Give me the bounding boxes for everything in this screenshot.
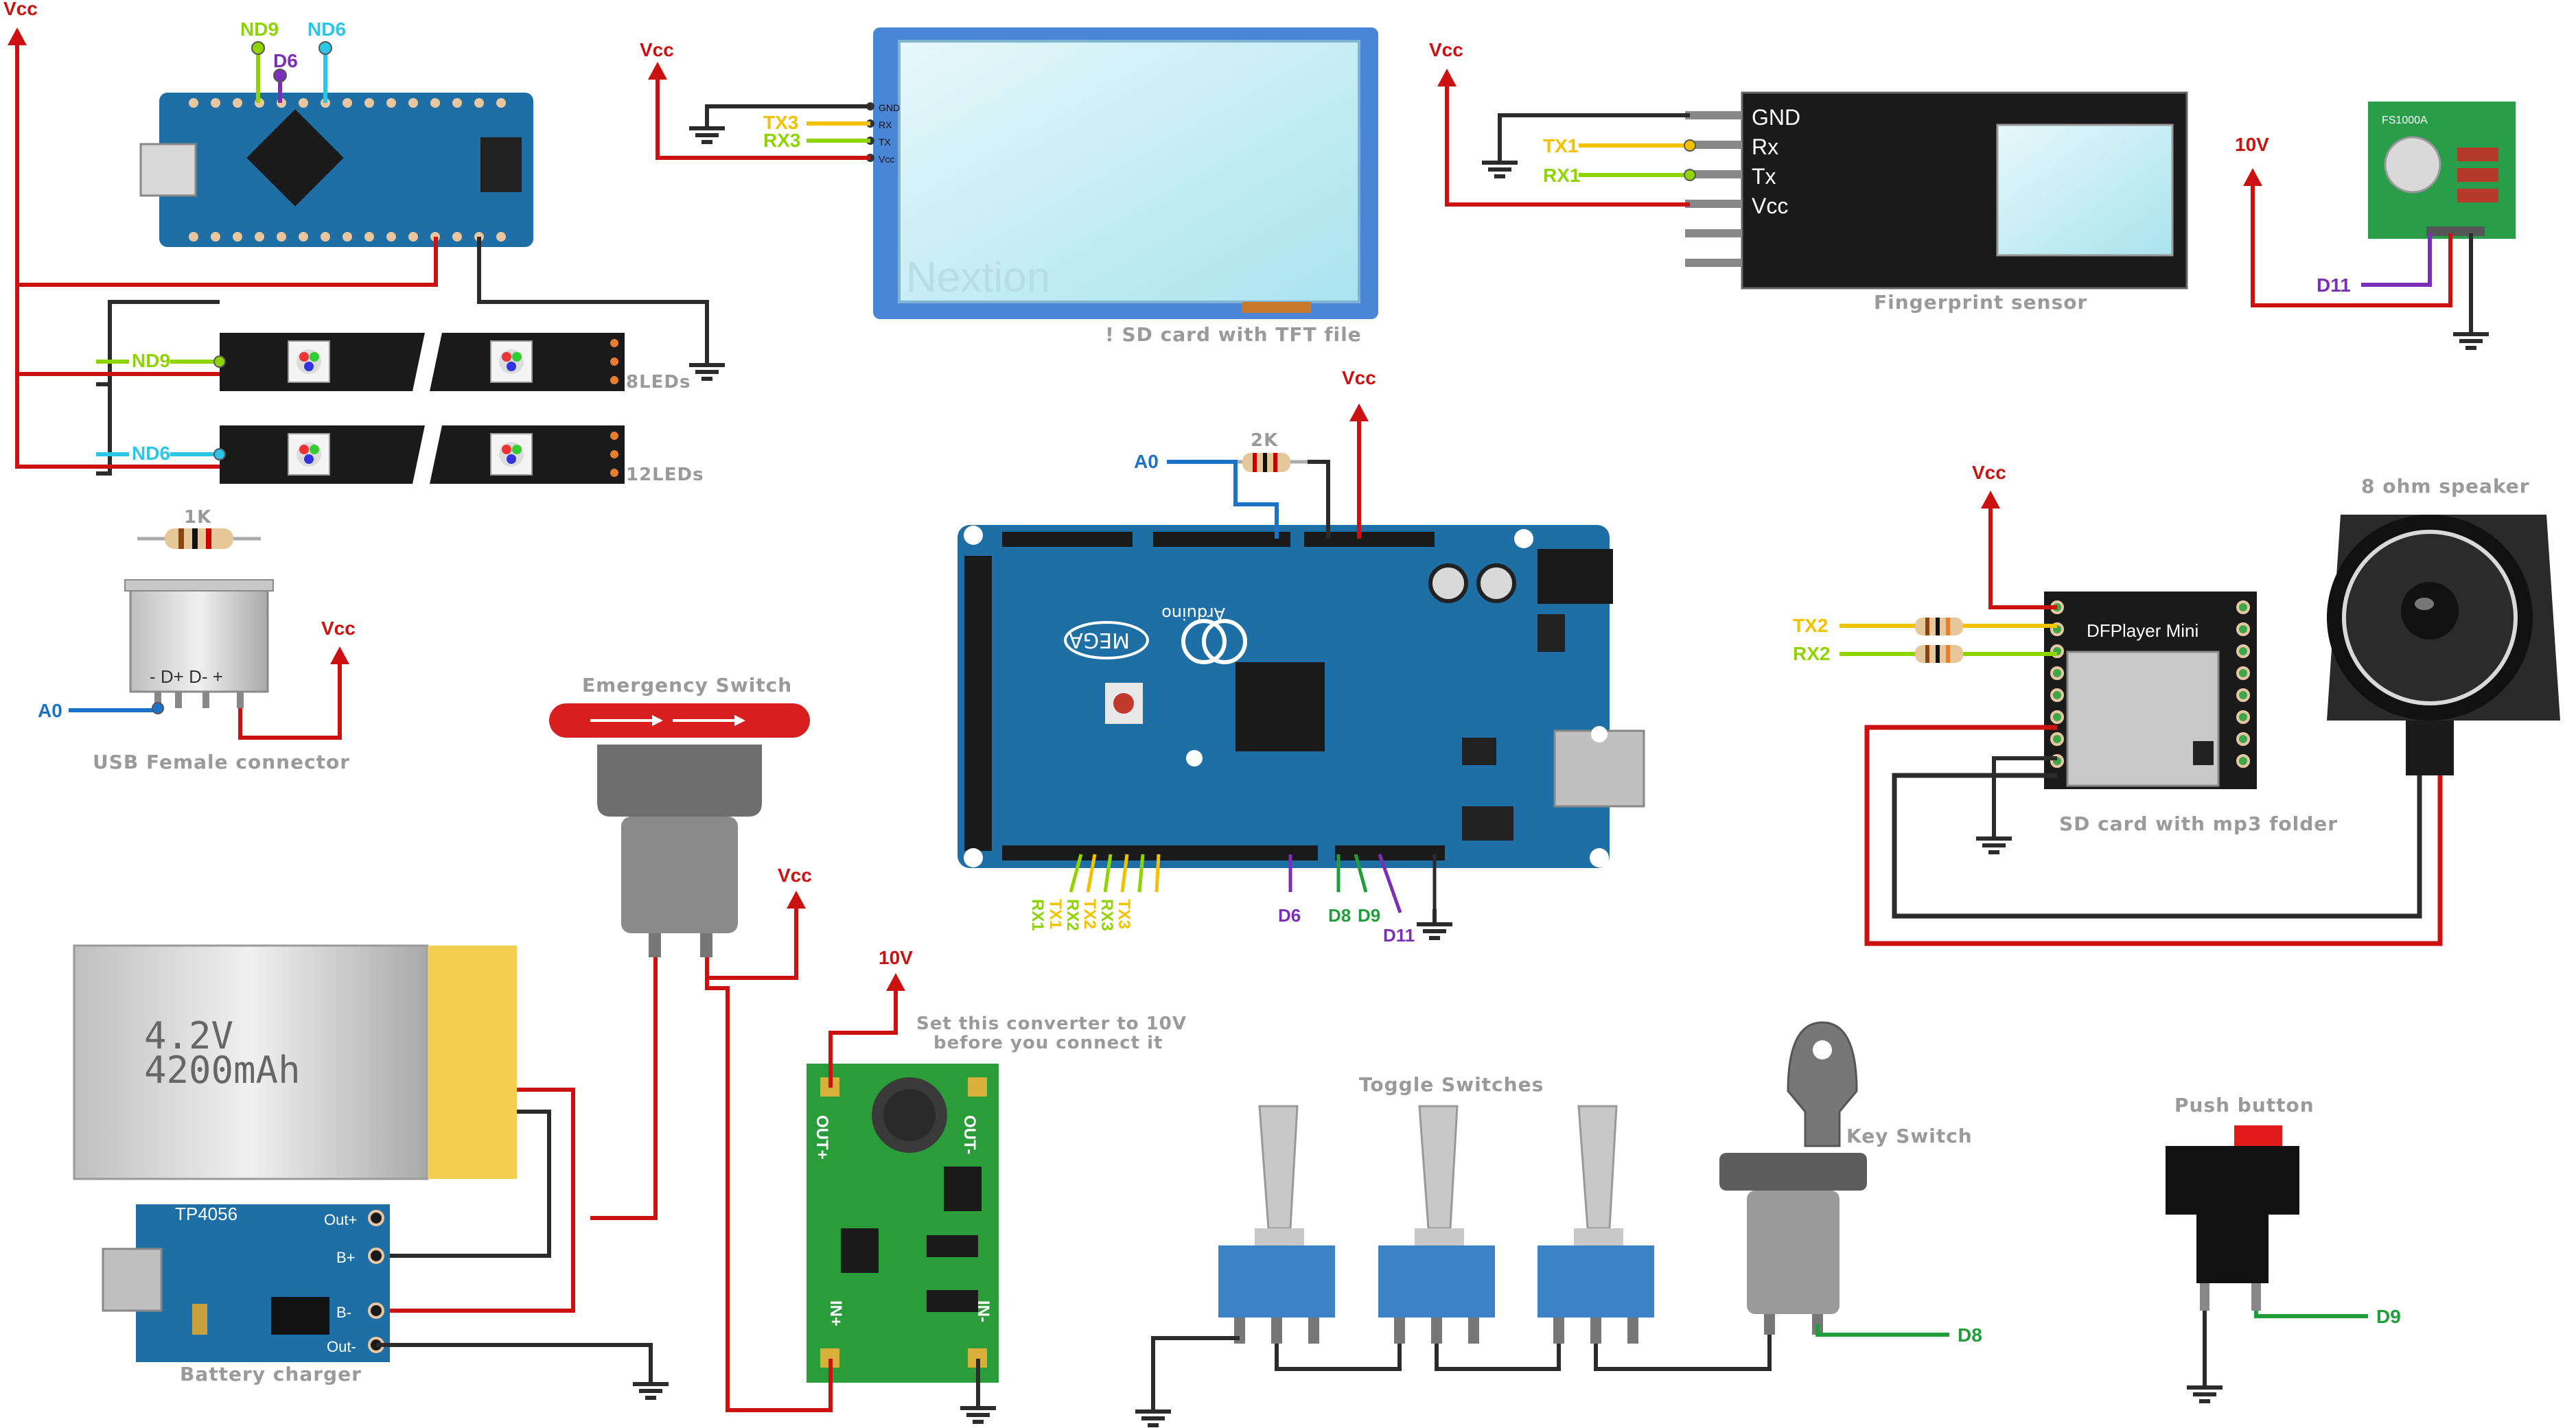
a0-label-mega: A0 <box>1134 451 1159 472</box>
battery-voltage: 4.2V <box>144 1014 233 1057</box>
d9-push-label: D9 <box>2376 1306 2401 1327</box>
res-2k-label: 2K <box>1251 430 1278 451</box>
speaker <box>2327 515 2560 775</box>
resistor-1k <box>137 528 261 549</box>
leds12-label: 12LEDs <box>626 465 704 485</box>
d11-mega-label: D11 <box>1383 925 1415 946</box>
nd9-label: ND9 <box>240 19 279 40</box>
speaker-label: 8 ohm speaker <box>2361 475 2530 498</box>
nextion-display <box>866 27 1378 319</box>
tx2-mega-label: TX2 <box>1080 899 1099 929</box>
converter-note-2: before you connect it <box>933 1033 1163 1053</box>
nextion-pin-tx: TX <box>879 137 892 148</box>
vcc-label-fp: Vcc <box>1429 39 1463 60</box>
key-switch-label: Key Switch <box>1846 1125 1973 1147</box>
charger-pin-bminus: B- <box>336 1304 351 1321</box>
led-strip-8 <box>220 329 625 395</box>
toggle-label: Toggle Switches <box>1359 1073 1544 1096</box>
vcc-label-mega: Vcc <box>1342 367 1376 388</box>
df-resistors <box>1915 618 1963 663</box>
battery-charger-label: Battery charger <box>180 1363 362 1385</box>
fingerprint-sensor <box>1685 91 2188 290</box>
res-1k-label: 1K <box>184 507 211 528</box>
rf-module <box>2368 102 2516 239</box>
vcc-label-emergency: Vcc <box>778 865 812 886</box>
fp-pin-vcc: Vcc <box>1752 194 1788 218</box>
nd9-strip-label: ND9 <box>132 350 170 371</box>
emergency-switch <box>549 703 810 957</box>
fp-pin-gnd: GND <box>1752 105 1800 130</box>
tp4056-label: TP4056 <box>175 1204 237 1224</box>
rf-module-label: FS1000A <box>2382 115 2428 126</box>
nd6-strip-label: ND6 <box>132 443 170 464</box>
key-switch <box>1719 1021 1867 1335</box>
mega-logo: MEGA <box>1069 628 1130 652</box>
d6-label-nano: D6 <box>273 50 298 71</box>
nd6-label: ND6 <box>308 19 346 40</box>
toggle-switches <box>1218 1105 1654 1344</box>
arduino-mega <box>958 525 1645 868</box>
mega-bottom-wires <box>1069 854 1437 913</box>
conv-out-minus: OUT- <box>960 1115 979 1154</box>
rx1-label: RX1 <box>1543 165 1580 186</box>
charger-pin-outminus: Out- <box>327 1338 356 1355</box>
leds8-label: 8LEDs <box>626 372 691 393</box>
conv-out-plus: OUT+ <box>813 1115 831 1160</box>
nextion-pin-rx: RX <box>879 119 892 130</box>
led-strip-12 <box>220 422 625 487</box>
fingerprint-label: Fingerprint sensor <box>1874 291 2087 314</box>
tx3-label: TX3 <box>763 112 798 133</box>
rx1-mega-label: RX1 <box>1028 899 1047 931</box>
usb-female-connector <box>124 579 274 708</box>
tx1-label: TX1 <box>1543 135 1578 156</box>
tx3-mega-label: TX3 <box>1115 899 1133 929</box>
rx2-mega-label: RX2 <box>1063 899 1082 931</box>
nextion-pin-gnd: GND <box>879 102 900 113</box>
tx2-df-label: TX2 <box>1793 615 1828 636</box>
vcc-label-usb: Vcc <box>321 618 356 639</box>
conv-in-minus: IN- <box>974 1300 993 1322</box>
arduino-nano <box>139 93 533 247</box>
dfplayer-mini <box>2044 592 2257 789</box>
tp4056-charger <box>102 1204 390 1362</box>
a0-label-usb: A0 <box>38 700 62 721</box>
battery-capacity: 4200mAh <box>144 1049 301 1092</box>
fp-pin-rx: Rx <box>1752 134 1778 159</box>
vcc-label-df: Vcc <box>1972 462 2006 483</box>
tft-note: ! SD card with TFT file <box>1105 323 1362 346</box>
v10-label-rf: 10V <box>2235 134 2269 155</box>
rx3-label: RX3 <box>763 130 800 151</box>
boost-converter <box>807 1064 999 1383</box>
nextion-brand: Nextion <box>906 254 1050 301</box>
vcc-label-left: Vcc <box>3 0 38 19</box>
conv-in-plus: IN+ <box>826 1300 845 1326</box>
converter-note-1: Set this converter to 10V <box>916 1014 1187 1034</box>
tx1-mega-label: TX1 <box>1046 899 1065 929</box>
d9-mega-label: D9 <box>1358 905 1380 926</box>
push-button <box>2166 1125 2299 1311</box>
usb-female-label: USB Female connector <box>93 751 350 773</box>
v10-label-converter: 10V <box>879 947 913 968</box>
usb-pin-labels: - D+ D- + <box>150 666 223 687</box>
sd-mp3-label: SD card with mp3 folder <box>2059 812 2338 835</box>
vcc-label-nextion: Vcc <box>640 39 674 60</box>
rx3-mega-label: RX3 <box>1098 899 1116 931</box>
charger-pin-bplus: B+ <box>336 1249 356 1266</box>
d11-label-rf: D11 <box>2317 274 2351 296</box>
dfplayer-title: DFPlayer Mini <box>2087 620 2198 641</box>
nextion-pin-vcc: Vcc <box>879 154 894 165</box>
arduino-logo-text: Arduino <box>1161 604 1225 623</box>
lipo-battery <box>73 944 517 1180</box>
d8-mega-label: D8 <box>1328 905 1351 926</box>
d6-mega-label: D6 <box>1278 905 1301 926</box>
charger-pin-outplus: Out+ <box>324 1211 357 1228</box>
emergency-label: Emergency Switch <box>582 674 792 697</box>
push-button-label: Push button <box>2174 1094 2314 1116</box>
rx2-df-label: RX2 <box>1793 643 1830 664</box>
fp-pin-tx: Tx <box>1752 164 1776 189</box>
d8-key-label: D8 <box>1958 1324 1982 1346</box>
